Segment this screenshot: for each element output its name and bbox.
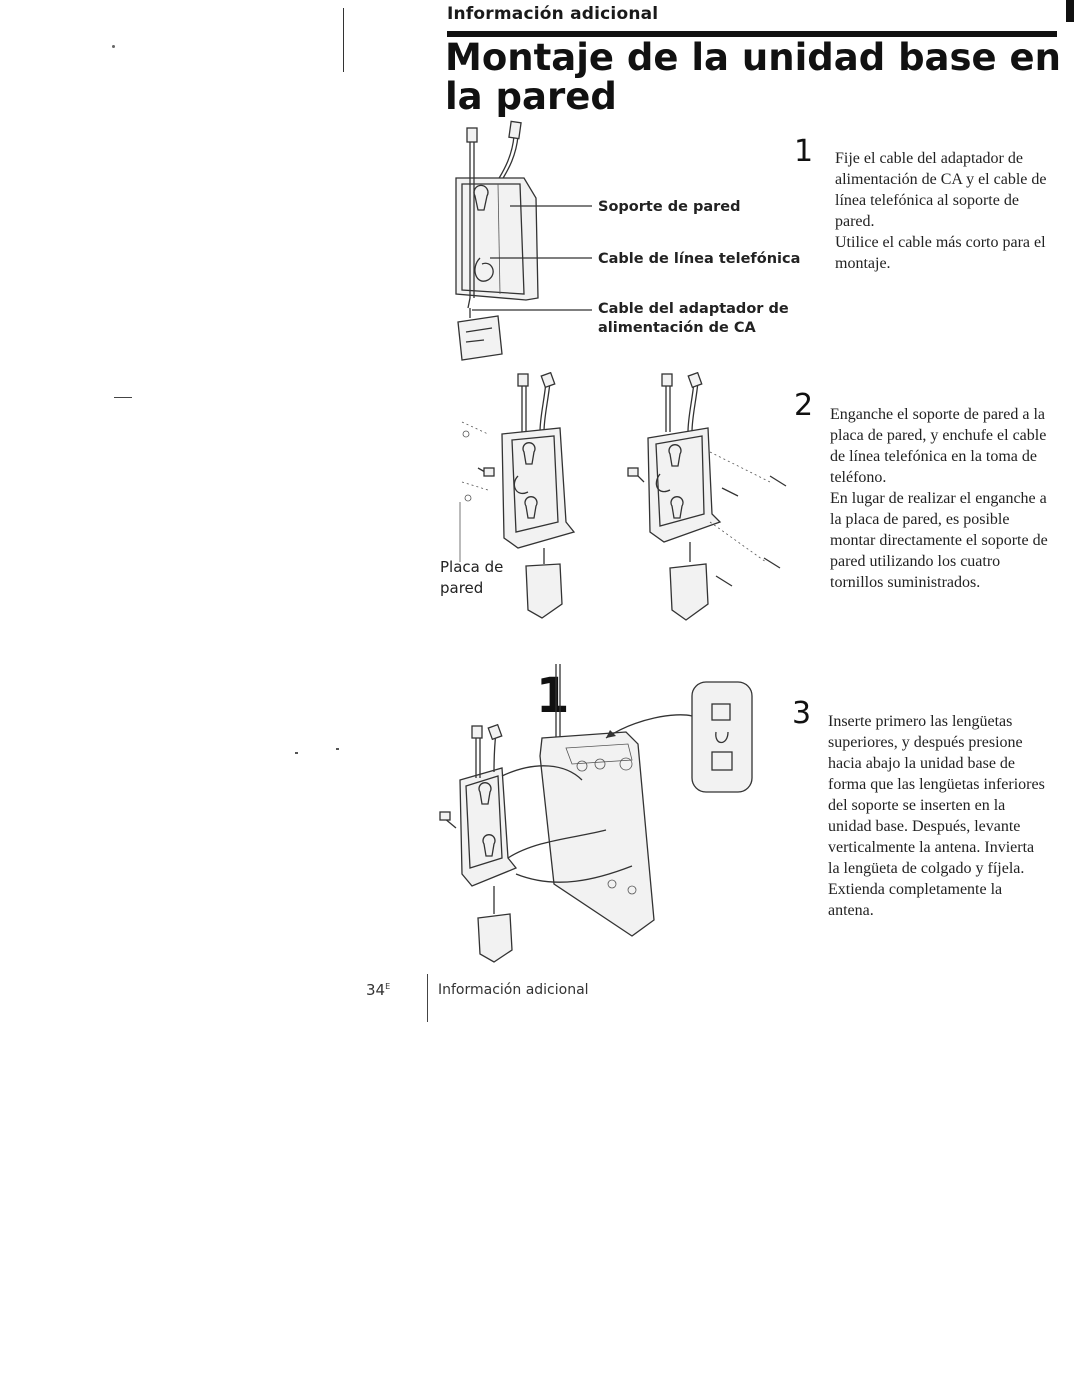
page-title: Montaje de la unidad base en la pared xyxy=(445,36,1061,118)
scan-mark xyxy=(295,752,298,754)
callout-placa-de-pared: Placa de pared xyxy=(440,558,504,597)
step-2-paragraph-1: Enganche el soporte de pared a la placa … xyxy=(830,406,1047,486)
step-number-3: 3 xyxy=(792,696,812,731)
step-number-1: 1 xyxy=(794,134,814,169)
figure-base-unit-mount: 1 xyxy=(439,664,753,963)
step-text-3: Inserte primero las lengüetas superiores… xyxy=(828,711,1048,921)
section-rule xyxy=(447,31,1057,37)
step-text-2: Enganche el soporte de pared a la placa … xyxy=(830,404,1048,593)
scan-mark xyxy=(112,45,115,48)
scan-mark xyxy=(343,8,344,72)
step-number-2: 2 xyxy=(794,388,814,423)
figure-bracket-wall-plate xyxy=(459,372,576,619)
callout-cable-linea: Cable de línea telefónica xyxy=(598,251,801,267)
callout-cable-adaptador: Cable del adaptador de alimentación de C… xyxy=(598,301,789,336)
figure3-marker: 1 xyxy=(536,668,569,724)
step-2-paragraph-2: En lugar de realizar el enganche a la pl… xyxy=(830,490,1048,591)
edge-tab-marker xyxy=(1066,0,1074,22)
section-label: Información adicional xyxy=(447,4,659,24)
figure-bracket-screws xyxy=(627,372,787,621)
step-1-paragraph-1: Fije el cable del adaptador de alimentac… xyxy=(835,150,1047,230)
page-number-value: 34 xyxy=(366,981,386,999)
scan-mark xyxy=(114,397,132,398)
step-text-1: Fije el cable del adaptador de alimentac… xyxy=(835,148,1055,274)
step-1-paragraph-2: Utilice el cable más corto para el monta… xyxy=(835,234,1046,272)
page-number-suffix: E xyxy=(385,982,391,991)
figure-wall-bracket-cables xyxy=(455,120,592,361)
footer-separator xyxy=(427,974,428,1022)
step-3-paragraph-1: Inserte primero las lengüetas superiores… xyxy=(828,713,1045,919)
page-number: 34E xyxy=(366,981,390,999)
callout-soporte: Soporte de pared xyxy=(598,199,741,215)
footer-label: Información adicional xyxy=(438,982,589,998)
scan-mark xyxy=(336,748,339,750)
